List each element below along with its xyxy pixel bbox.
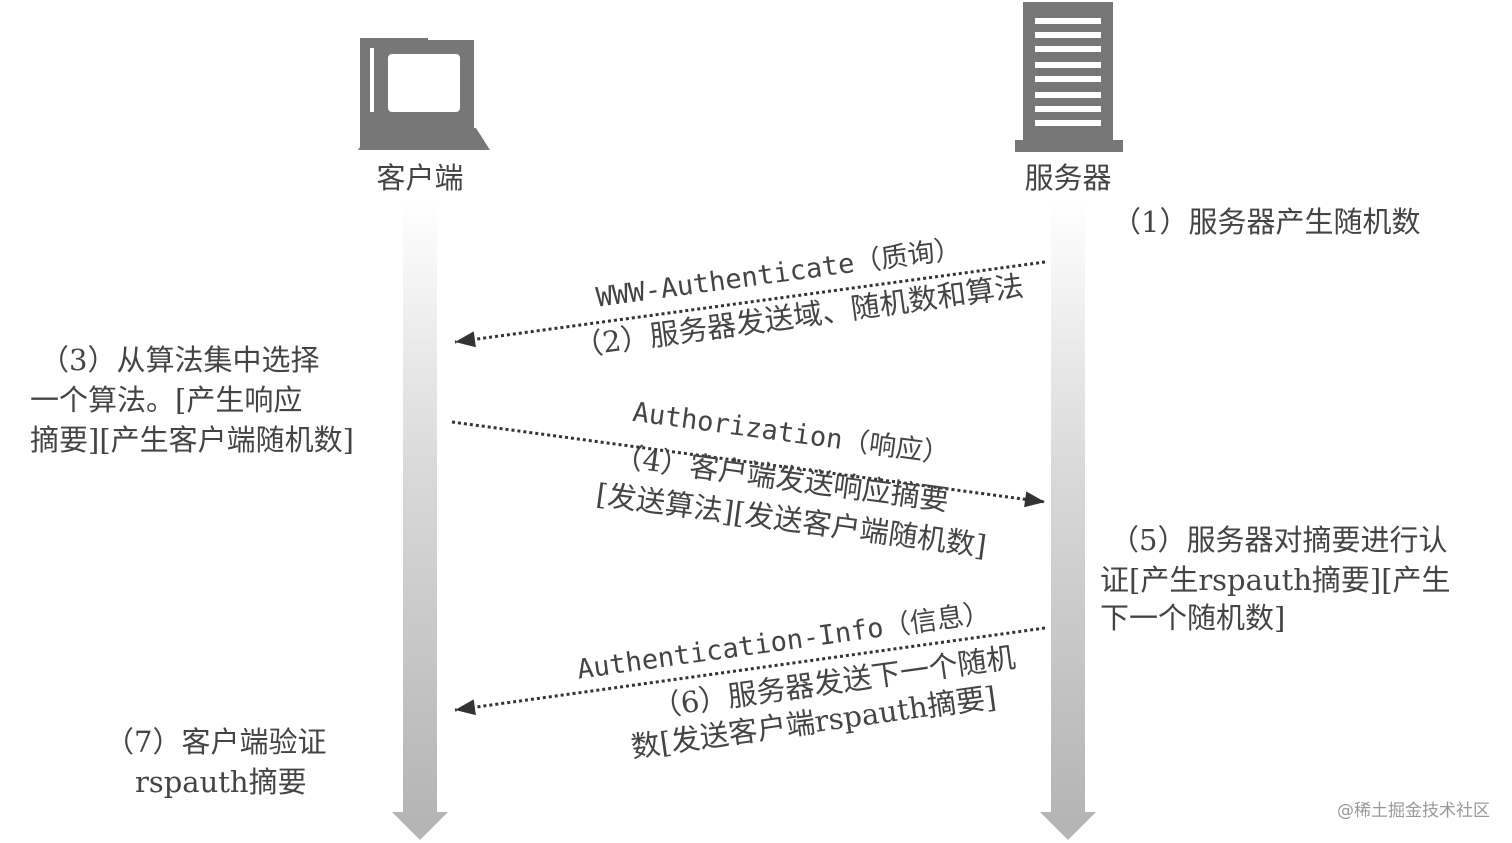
step-1-note: （1）服务器产生随机数 — [1112, 205, 1420, 239]
svg-text:（3）从算法集中选择: （3）从算法集中选择 — [40, 343, 319, 377]
svg-text:（5）服务器对摘要进行认: （5）服务器对摘要进行认 — [1110, 523, 1447, 557]
svg-text:摘要][产生客户端随机数]: 摘要][产生客户端随机数] — [30, 423, 354, 457]
client-lifeline — [392, 200, 448, 840]
server-lifeline — [1040, 200, 1096, 840]
message-2: Authorization（响应）（4）客户端发送响应摘要[发送算法][发送客户… — [451, 397, 1046, 563]
svg-text:一个算法。[产生响应: 一个算法。[产生响应 — [30, 383, 302, 417]
computer-icon — [358, 38, 490, 150]
svg-text:下一个随机数]: 下一个随机数] — [1100, 601, 1285, 635]
message-arrow-line — [451, 420, 1046, 504]
arrowhead — [1024, 491, 1045, 508]
step-7-note: （7）客户端验证 rspauth摘要 — [105, 725, 326, 799]
arrowhead — [455, 699, 476, 716]
step-3-note: （3）从算法集中选择 一个算法。[产生响应 摘要][产生客户端随机数] — [30, 343, 354, 457]
svg-text:rspauth摘要: rspauth摘要 — [135, 765, 307, 799]
step-5-note: （5）服务器对摘要进行认 证[产生rspauth摘要][产生 下一个随机数] — [1100, 523, 1451, 635]
arrowhead — [455, 331, 476, 348]
svg-text:证[产生rspauth摘要][产生: 证[产生rspauth摘要][产生 — [1100, 563, 1451, 597]
client-label: 客户端 — [376, 161, 463, 195]
server-icon — [1015, 2, 1123, 152]
watermark: @稀土掘金技术社区 — [1337, 801, 1490, 821]
server-label: 服务器 — [1024, 161, 1111, 195]
message-1: WWW-Authenticate（质询）（2）服务器发送域、随机数和算法 — [454, 233, 1046, 363]
message-3: Authentication-Info（信息）（6）服务器发送下一个随机数[发送… — [454, 598, 1046, 764]
svg-text:（1）服务器产生随机数: （1）服务器产生随机数 — [1112, 205, 1420, 239]
svg-text:（7）客户端验证: （7）客户端验证 — [105, 725, 326, 759]
